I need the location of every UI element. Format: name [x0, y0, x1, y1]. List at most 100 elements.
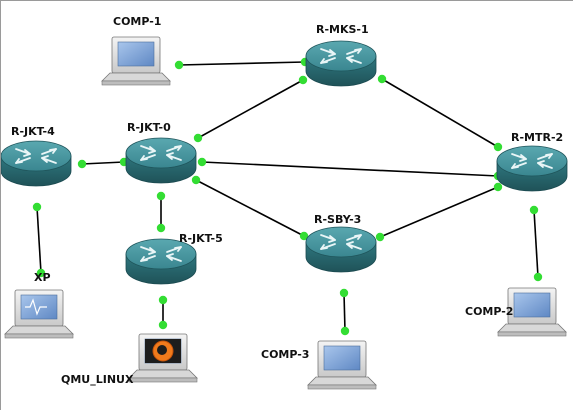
keyboard-base [101, 72, 171, 82]
router-arrow [519, 154, 527, 162]
router-arrow [328, 49, 336, 57]
router-arrow [140, 256, 148, 262]
rmks1-label: R-MKS-1 [316, 23, 369, 36]
qemu-logo-eye [157, 345, 167, 355]
router-arrow [148, 146, 156, 154]
rmks1-router-icon[interactable] [305, 40, 377, 87]
router-top [305, 40, 377, 72]
base-edge [497, 331, 567, 337]
router-arrow [346, 55, 354, 63]
port-dot-rmtr2 [493, 182, 503, 192]
port-dot-rjkt0 [156, 191, 166, 201]
port-dot-rjkt4 [32, 202, 42, 212]
router-arrow [354, 48, 362, 54]
router-arrow [354, 234, 362, 240]
router-arrow [148, 247, 156, 255]
comp3-label: COMP-3 [261, 348, 309, 361]
base-edge [307, 384, 377, 390]
port-dot-rsby3 [375, 232, 385, 242]
link-rjkt4-rjkt0[interactable] [81, 161, 125, 165]
qemu-qemu-computer-icon[interactable] [128, 333, 198, 383]
base-edge [4, 333, 74, 339]
port-dot-rjkt0 [193, 133, 203, 143]
rjkt0-router-icon[interactable] [125, 137, 197, 184]
link-rjkt0-rsby3[interactable] [195, 179, 305, 237]
router-arrow [545, 153, 553, 159]
rsby3-label: R-SBY-3 [314, 213, 361, 226]
router-arrow [174, 145, 182, 151]
router-arrow [346, 241, 354, 249]
router-top [1, 140, 72, 172]
rjkt5-label: R-JKT-5 [179, 232, 223, 245]
link-rjkt4-xp[interactable] [36, 206, 42, 274]
rmtr2-router-icon[interactable] [496, 145, 568, 192]
port-dot-rmks1 [298, 75, 308, 85]
link-rmks1-rmtr2[interactable] [381, 78, 499, 148]
monitor-screen [323, 345, 361, 371]
comp2-computer-icon[interactable] [497, 287, 567, 337]
monitor-screen [117, 41, 155, 67]
comp2-label: COMP-2 [465, 305, 513, 318]
base-edge [101, 80, 171, 86]
monitor-screen [513, 292, 551, 318]
link-rsby3-rmtr2[interactable] [379, 186, 499, 238]
router-arrow [15, 158, 23, 164]
comp3-computer-icon[interactable] [307, 340, 377, 390]
keyboard-base [307, 376, 377, 386]
port-dot-xp [36, 268, 46, 278]
link-rjkt0-rmks1[interactable] [197, 79, 304, 139]
xp-computer-icon[interactable] [4, 289, 74, 339]
port-dot-rmtr2 [529, 205, 539, 215]
router-arrow [41, 155, 49, 163]
router-arrow [320, 58, 328, 64]
router-arrow [537, 160, 545, 168]
router-top [125, 137, 197, 169]
port-dot-rjkt5 [158, 295, 168, 305]
rsby3-router-icon[interactable] [305, 226, 377, 273]
link-rmtr2-comp2[interactable] [533, 209, 539, 278]
router-arrow [166, 152, 174, 160]
keyboard-base [497, 323, 567, 333]
comp1-label: COMP-1 [113, 15, 161, 28]
port-dot-rmtr2 [493, 142, 503, 152]
xp-label: XP [34, 271, 51, 284]
router-arrow [49, 148, 57, 154]
link-rjkt0-rmtr2[interactable] [201, 161, 499, 177]
qemu-label: QMU_LINUX [61, 373, 134, 386]
rjkt4-label: R-JKT-4 [11, 125, 55, 138]
port-dot-comp2 [533, 272, 543, 282]
port-dot-comp3 [340, 326, 350, 336]
port-dot-rjkt5 [156, 223, 166, 233]
keyboard-base [128, 369, 198, 379]
router-top [305, 226, 377, 258]
router-arrow [511, 163, 519, 169]
router-arrow [140, 155, 148, 161]
base-edge [128, 377, 198, 383]
keyboard-base [4, 325, 74, 335]
pulse-graphic [25, 298, 47, 316]
link-comp1-rmks1[interactable] [178, 61, 306, 66]
router-arrow [166, 253, 174, 261]
router-arrow [174, 246, 182, 252]
port-dot-rsby3 [299, 231, 309, 241]
port-dot-rsby3 [339, 288, 349, 298]
router-arrow [320, 244, 328, 250]
port-dot-rmks1 [377, 74, 387, 84]
router-top [125, 238, 197, 270]
port-dot-comp1 [174, 60, 184, 70]
comp1-computer-icon[interactable] [101, 36, 171, 86]
rmtr2-label: R-MTR-2 [511, 131, 563, 144]
port-dot-qemu [158, 320, 168, 330]
router-arrow [23, 149, 31, 157]
router-arrow [328, 235, 336, 243]
port-dot-rjkt0 [197, 157, 207, 167]
monitor-screen [20, 294, 58, 320]
rjkt5-router-icon[interactable] [125, 238, 197, 285]
rjkt0-label: R-JKT-0 [127, 121, 171, 134]
router-top [496, 145, 568, 177]
port-dot-rjkt0 [191, 175, 201, 185]
link-rsby3-comp3[interactable] [343, 292, 346, 332]
rjkt4-router-icon[interactable] [1, 140, 72, 187]
